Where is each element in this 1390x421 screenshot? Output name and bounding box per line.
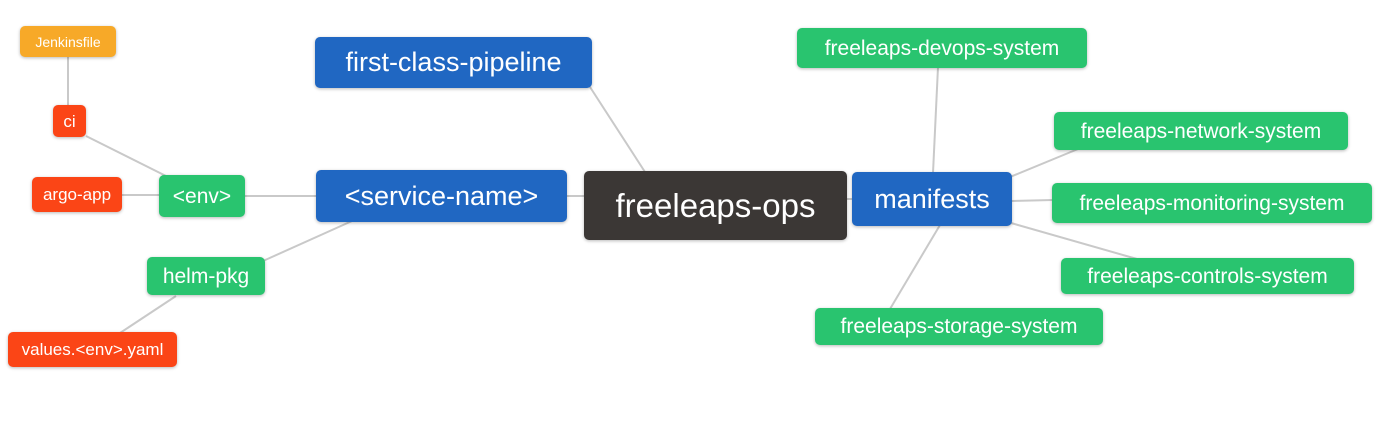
edge-helmpkg-servicename — [262, 220, 353, 262]
node-freeleaps-devops-system[interactable]: freeleaps-devops-system — [797, 28, 1087, 68]
node-freeleaps-network-system[interactable]: freeleaps-network-system — [1054, 112, 1348, 150]
node-freeleaps-ops[interactable]: freeleaps-ops — [584, 171, 847, 240]
edge-manifests-devops — [932, 66, 939, 174]
edge-pipeline-freeleapsops — [589, 86, 646, 173]
edge-manifests-storage — [889, 224, 941, 310]
node-freeleaps-controls-system[interactable]: freeleaps-controls-system — [1061, 258, 1354, 294]
node-ci[interactable]: ci — [53, 105, 86, 137]
node-service-name[interactable]: <service-name> — [316, 170, 567, 222]
edge-manifests-controls — [1010, 222, 1138, 260]
edge-valuesyaml-helmpkg — [119, 295, 177, 334]
node-first-class-pipeline[interactable]: first-class-pipeline — [315, 37, 592, 88]
edge-ci-env — [85, 135, 169, 178]
node-manifests[interactable]: manifests — [852, 172, 1012, 226]
node-values-env-yaml[interactable]: values.<env>.yaml — [8, 332, 177, 367]
node-freeleaps-monitoring-system[interactable]: freeleaps-monitoring-system — [1052, 183, 1372, 223]
edge-manifests-monitoring — [1010, 199, 1054, 202]
edge-manifests-network — [1009, 148, 1079, 178]
node-helm-pkg[interactable]: helm-pkg — [147, 257, 265, 295]
node-freeleaps-storage-system[interactable]: freeleaps-storage-system — [815, 308, 1103, 345]
node-argo-app[interactable]: argo-app — [32, 177, 122, 212]
node-env[interactable]: <env> — [159, 175, 245, 217]
node-jenkinsfile[interactable]: Jenkinsfile — [20, 26, 116, 57]
